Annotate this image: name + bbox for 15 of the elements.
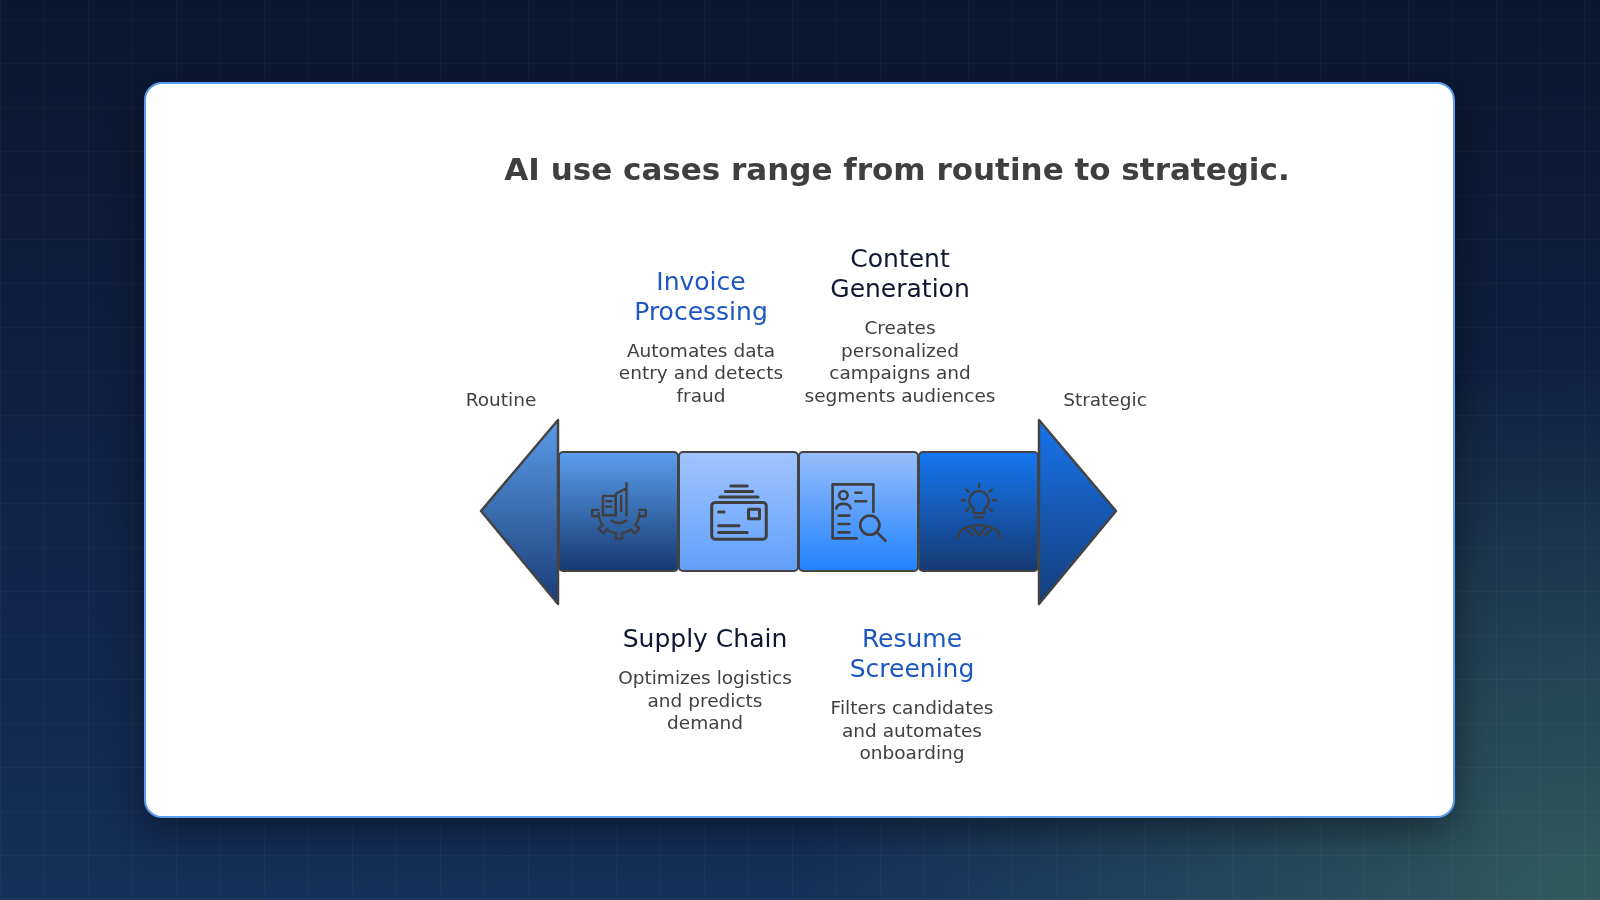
scale-end-label: Routine [464, 389, 538, 411]
arrow-segment [918, 451, 1039, 572]
arrow-segment [798, 451, 919, 572]
use-case-heading: Resume Screening [848, 624, 976, 684]
use-case-heading: Supply Chain [621, 624, 789, 654]
use-case-heading: Invoice Processing [633, 266, 769, 327]
use-case-description: Optimizes logistics and predicts demand [617, 667, 793, 735]
use-case-description: Filters candidates and automates onboarding [829, 697, 995, 765]
arrow-segment [678, 451, 799, 572]
use-case-description: Automates data entry and detects fraud [617, 339, 785, 407]
scale-end-label: Strategic [1062, 389, 1148, 411]
diagram-title: AI use cases range from routine to strategic. [503, 150, 1291, 188]
use-case-heading: Content Generation [829, 244, 971, 304]
arrow-segment [558, 451, 679, 572]
use-case-description: Creates personalized campaigns and segments audiences [803, 317, 997, 407]
